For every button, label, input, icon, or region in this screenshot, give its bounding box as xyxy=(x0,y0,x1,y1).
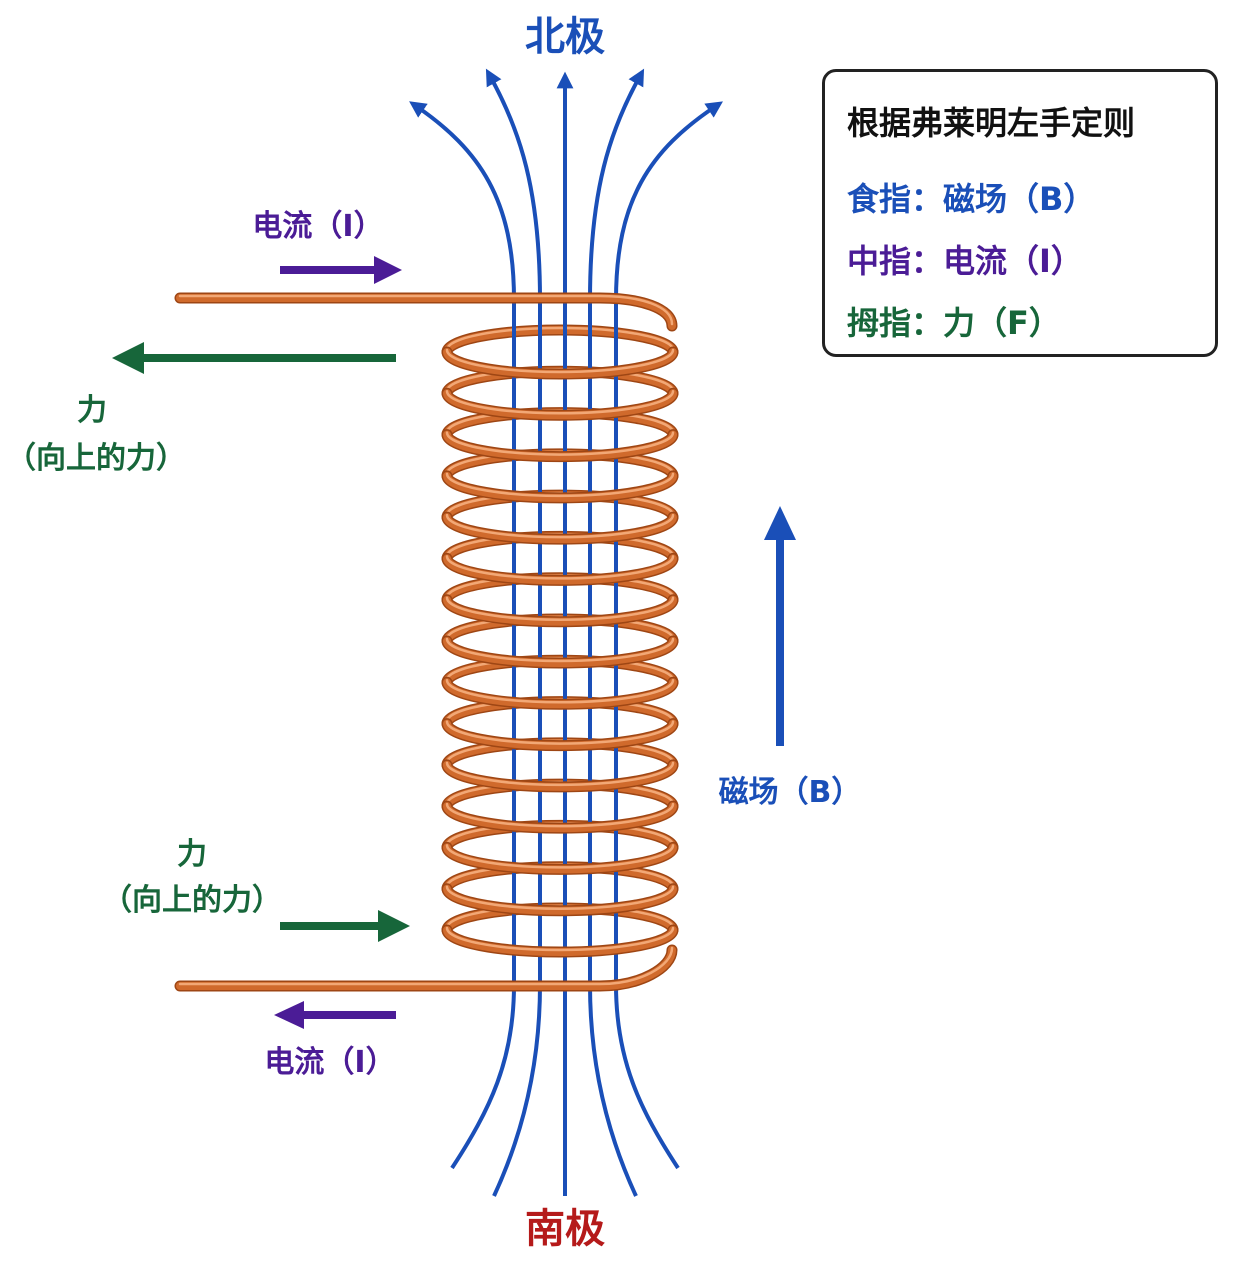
arrows xyxy=(112,256,796,1029)
coil-turn-front xyxy=(443,843,677,874)
field-line-top xyxy=(614,101,723,301)
coil-lead-top-outline xyxy=(174,292,678,332)
coil-turn-front xyxy=(443,678,677,709)
coil-turn-front xyxy=(443,471,677,502)
current-label-top: 电流（I） xyxy=(252,209,383,244)
force-arrowhead-left xyxy=(112,342,144,374)
coil-turn-front xyxy=(443,637,677,667)
north-pole-label: 北极 xyxy=(525,14,605,60)
field-line-bottom xyxy=(614,984,680,1170)
coil-turn-front-highlight xyxy=(445,844,675,869)
legend-item-thumb: 拇指：力（F） xyxy=(847,304,1061,342)
coil-turn-front-highlight xyxy=(445,885,675,910)
field-line-top xyxy=(588,68,645,301)
coil-turn-front xyxy=(443,513,677,544)
coil-turn-front-highlight xyxy=(445,348,675,374)
coil-turn-front xyxy=(443,595,677,626)
field-arrowhead xyxy=(764,506,796,540)
coil-turn-front xyxy=(443,802,677,833)
coil-turn-front-highlight xyxy=(445,720,675,745)
coil-turn-back xyxy=(443,326,677,356)
coil-turn-front-highlight xyxy=(445,679,675,704)
field-lines-back xyxy=(409,68,723,1197)
coil-turn-front-highlight xyxy=(445,802,675,828)
coil-turn-front-highlight xyxy=(445,431,675,456)
force-arrowhead-bottom xyxy=(378,910,410,942)
coil-turn-front-highlight xyxy=(445,555,675,580)
current-arrowhead-bottom xyxy=(274,1001,304,1029)
legend-title: 根据弗莱明左手定则 xyxy=(847,104,1136,142)
coil-turn-front-highlight xyxy=(445,926,675,952)
south-pole-label: 南极 xyxy=(525,1206,605,1252)
coil-turn-front xyxy=(443,760,677,791)
coil-turn-front xyxy=(443,348,677,378)
coil-lead-bottom-highlight xyxy=(178,946,674,986)
field-label: 磁场（B） xyxy=(719,775,862,810)
force-label-left-1: 力 xyxy=(77,393,107,428)
coil-turn-front-highlight xyxy=(445,513,675,539)
coil-turn-front xyxy=(443,554,677,585)
current-arrowhead-top xyxy=(374,256,402,284)
coil-turn-front xyxy=(443,719,677,750)
force-label-bottom-2: （向上的力） xyxy=(102,883,282,918)
field-line-bottom xyxy=(492,984,542,1197)
field-line-bottom xyxy=(450,984,516,1170)
coil-turn-front-highlight xyxy=(445,637,675,663)
coil-turn-front xyxy=(443,884,677,915)
field-line-top xyxy=(409,101,516,301)
coil-turn-front xyxy=(443,926,677,956)
current-label-bottom: 电流（I） xyxy=(264,1045,395,1080)
legend-box: 根据弗莱明左手定则 食指：磁场（B） 中指：电流（I） 拇指：力（F） xyxy=(822,69,1218,357)
field-line-top xyxy=(485,68,542,301)
coil-turn-front xyxy=(443,389,677,420)
coil-turn-front-highlight xyxy=(445,472,675,498)
field-lines-front xyxy=(512,300,618,985)
coil-front xyxy=(174,292,679,992)
coil-turn-front-highlight xyxy=(445,761,675,787)
coil-turn-front xyxy=(443,430,677,461)
coil-turn-front-highlight xyxy=(445,596,675,621)
coil-turn-back-highlight xyxy=(445,326,675,352)
force-label-bottom-1: 力 xyxy=(177,837,207,872)
coil-lead-top-highlight xyxy=(178,294,674,326)
legend-item-index-finger: 食指：磁场（B） xyxy=(847,180,1096,218)
force-label-left-2: （向上的力） xyxy=(6,441,186,476)
field-line-bottom xyxy=(588,984,638,1197)
legend-item-middle-finger: 中指：电流（I） xyxy=(847,242,1083,280)
coil-turn-front-highlight xyxy=(445,390,675,415)
